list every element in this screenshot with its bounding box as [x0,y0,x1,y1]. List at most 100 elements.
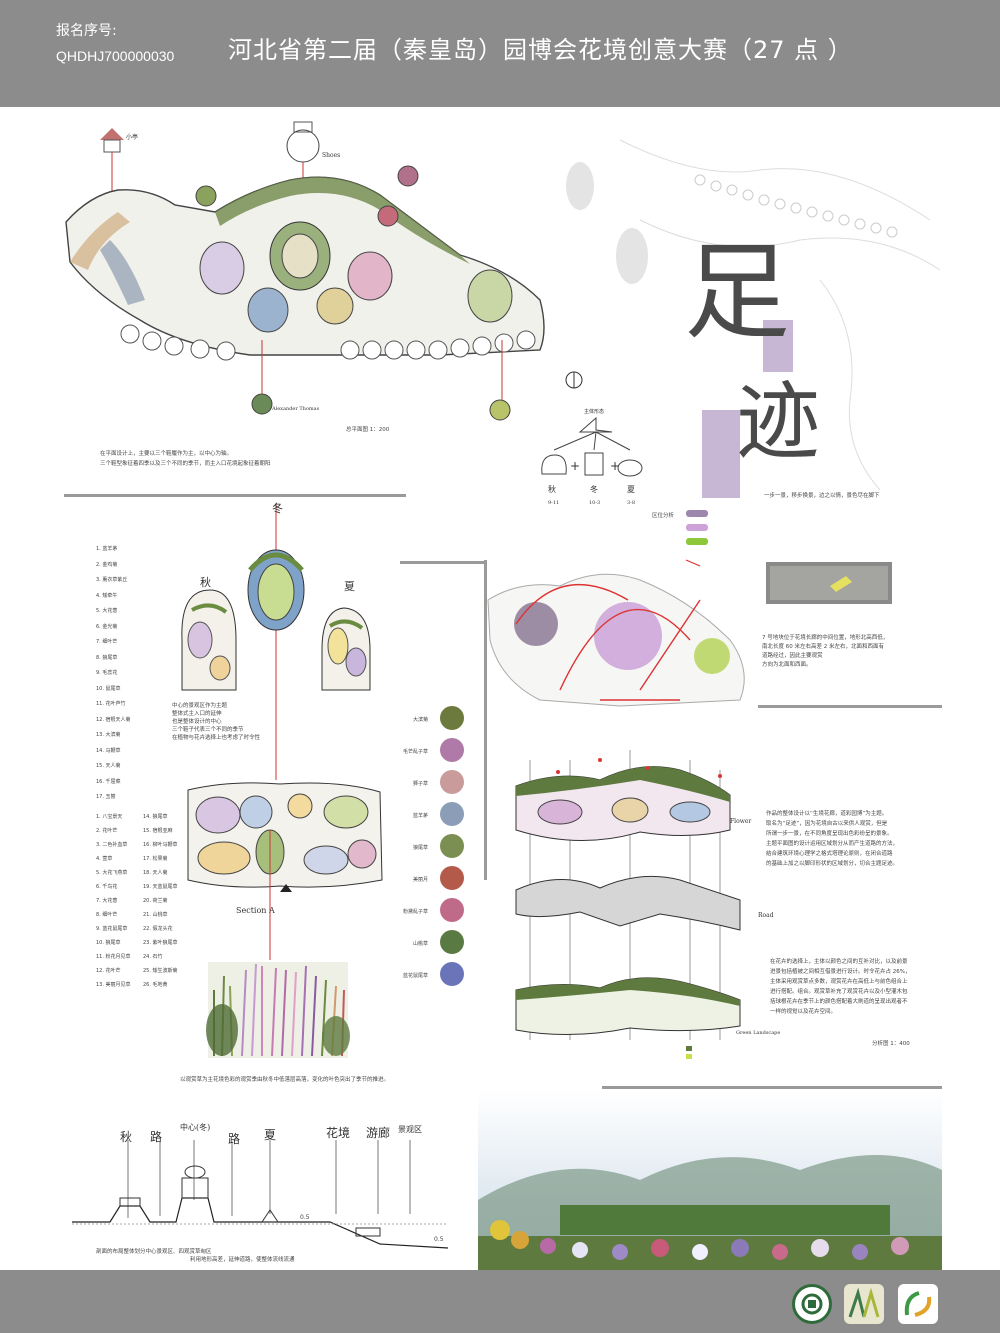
formula-mid: 冬 [590,485,598,494]
analysis-text2-4: 进行搭配。组合。观赏草补充了观赏花卉以及小型灌木包 [770,989,908,995]
analysis-text1-2: 取名为“足迹”，因为花境自古以来供人观赏，但是 [766,821,888,827]
plant-list-item: 8. 细叶芒 [96,912,118,918]
plant-list-item: 21. 山桃草 [143,912,168,918]
flower-swatch-label: 蓝羊茅 [412,813,428,819]
flower-photo-swatch [440,898,464,922]
flower-photo-swatch [440,962,464,986]
flower-swatch-row: 狮子草 [398,770,468,798]
plant-list-item: 12. 花叶芒 [96,968,121,974]
plant-list-item: 17. 松果菊 [143,856,168,862]
flower-photo-swatch [440,738,464,762]
elevation-label: 路 [228,1132,241,1146]
flower-swatch-label: 蓝花鼠尾草 [402,973,428,979]
plant-list-item: 6. 千鸟花 [96,884,118,890]
plant-list-item: 20. 荷兰菊 [143,898,168,904]
elevation-label: 游廊 [366,1126,391,1140]
analysis-scale: 分析图 1：400 [872,1041,910,1047]
plant-list-item: 25. 矮生波斯菊 [143,968,178,974]
site-desc-1: 7 号地块位于花境长廊的中间位置，地形北高西低， [762,635,889,641]
theme-slogan: 一步一景，移步换景，边之以情，景色尽在脚下 [764,493,880,499]
flower-swatch-label: 狼尾草 [412,845,428,851]
plant-list-item: 6. 金光菊 [96,623,118,630]
flower-swatch-row: 毛芒乱子草 [398,738,468,766]
center-note-1: 中心的景观区作为主题 [172,703,228,709]
analysis-text1-5: 结合建筑环境心理学之格式塔理论原则，在闭合道路 [766,851,893,857]
formula-title: 主体形态 [584,409,605,415]
elevation-label: 花境 [326,1126,351,1140]
flower-photo-swatch [440,834,464,858]
analysis-text2-5: 括球根花卉在季节上的颜色搭配着大刷道的呈现出观者不 [770,999,908,1005]
plant-list-item: 19. 天蓝鼠尾草 [143,884,178,890]
center-note-5: 在植物与花卉选择上也考虑了时令性 [172,735,261,741]
plant-list-item: 4. 矮牵牛 [96,592,118,599]
label-autumn: 秋 [200,576,211,589]
expo-logo-icon [792,1284,832,1324]
analysis-text2-2: 进景包括植被之间相互借景进行设计。时令花卉占 26%， [770,969,911,975]
association-logo-icon [844,1284,884,1324]
plant-list-item: 16. 千屈菜 [96,778,121,785]
flower-swatch-row: 美丽月 [398,866,468,894]
elevation-label: 路 [150,1130,163,1144]
plant-list-item: 14. 狼尾草 [143,814,168,820]
elevation-label: 夏 [264,1128,277,1142]
formula-right: 夏 [627,485,635,494]
section-caption: 以观赏草为主花境色彩的观赏季由秋冬中低落层高落，变化的叶色突出了季节的推进。 [180,1077,390,1083]
formula-left: 秋 [548,485,556,494]
plant-list-item: 15. 宿根亚麻 [143,828,173,834]
plant-list-item: 1. 蓝羊茅 [96,546,118,552]
flower-photo-swatch [440,770,464,794]
analysis-text1-1: 作品的整体设计以“生境花廊，道彩园博”为主题。 [766,811,888,817]
plan-note-2: 三个鞋型象征着四季以及三个不同的季节，而主入口花境起象征着朝阳 [100,461,271,467]
svg-text:+: + [610,459,620,473]
plant-list-item: 2. 金鸡菊 [96,561,118,568]
label-pavilion: 小亭 [126,134,139,141]
plant-list-item: 10. 鼠尾草 [96,685,121,692]
svg-text:+: + [570,459,580,473]
city-logo-icon [898,1284,938,1324]
plan-note-1: 在平面设计上，主要以三个鞋履作为主，以中心为轴。 [100,451,233,457]
site-desc-4: 方向为北面和西面。 [762,662,812,668]
analysis-text1-6: 的基础上加之以脚印形状的区域划分，切合主题足迹。 [766,861,899,867]
elevation-label: 秋 [120,1130,133,1144]
registration-label: 报名序号: [56,23,117,39]
center-note-3: 也是整体设计的中心 [172,719,222,725]
plant-list-item: 13. 美丽月见草 [96,982,131,988]
plant-list-item: 18. 天人菊 [143,870,168,876]
flower-swatch-row: 蓝羊茅 [398,802,468,830]
plant-list-item: 4. 萱草 [96,856,113,862]
flower-swatch-label: 山桃草 [412,941,428,947]
plant-list-item: 7. 大花葱 [96,898,118,904]
registration-code: QHDHJ700000030 [56,48,175,64]
analysis-text2-1: 在花卉的选择上，主体以颜色之间的互补对比，以及前景 [770,959,908,965]
flower-swatch-label: 粉黛乱子草 [402,909,428,915]
plant-list-item: 5. 大花飞燕草 [96,870,128,876]
theme-char-ji: 迹 [736,373,821,471]
flower-swatch-label: 美丽月 [412,877,428,883]
header-bar: 报名序号: QHDHJ700000030 河北省第二届（秦皇岛）园博会花境创意大… [0,0,1000,107]
divider-right [758,705,942,708]
plant-list-item: 15. 天人菊 [96,763,121,769]
analysis-text1-4: 主题平面图的设计运用区域划分从而产生道路的方法， [766,841,899,847]
plant-list-item: 3. 二色补血草 [96,842,128,848]
site-desc-3: 道路经过，因此主要观赏 [762,653,823,659]
site-desc-2: 南北长度 60 米左右高差 2 米左右，北面和西面有 [762,644,884,650]
divider-top-left [64,494,406,497]
plant-list-item: 13. 大滨菊 [96,732,121,738]
flower-photo-swatch [440,706,464,730]
flower-swatch-label: 狮子草 [412,781,428,787]
plant-list-item: 23. 紫叶狼尾草 [143,940,178,946]
flower-swatch-row: 狼尾草 [398,834,468,862]
label-road-layer: Road [758,912,774,919]
plant-list-item: 9. 毛蕊花 [96,670,118,676]
plant-list-item: 7. 细叶芒 [96,639,118,645]
